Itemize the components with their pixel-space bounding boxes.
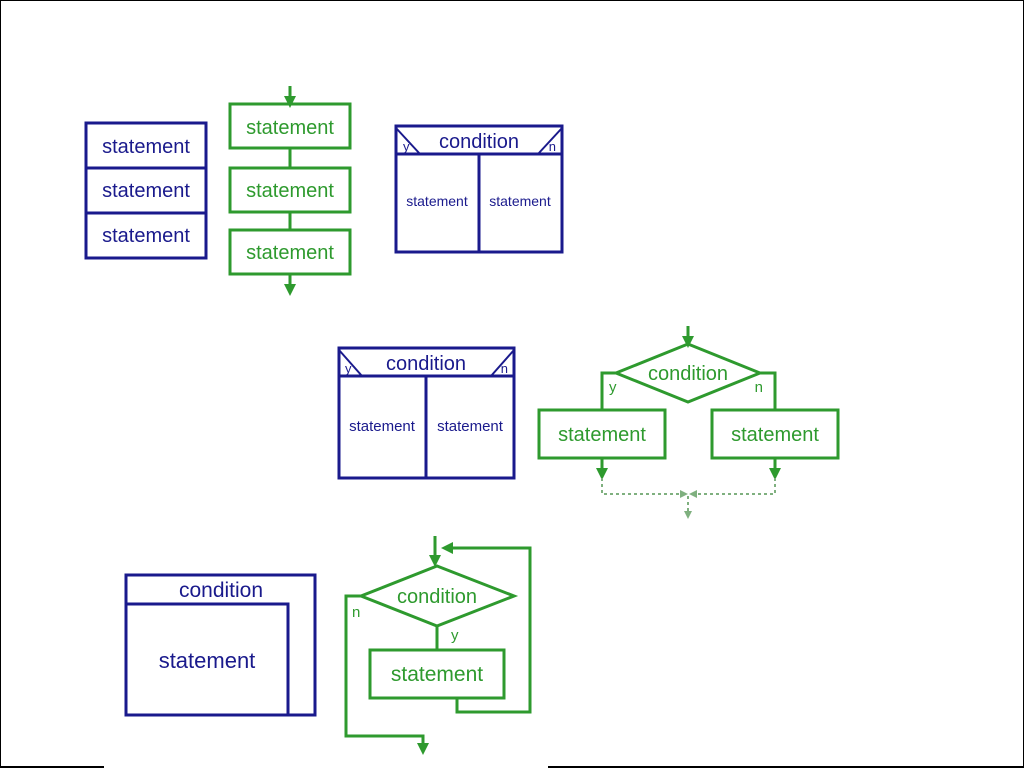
- nassi-no-label: n: [501, 361, 508, 376]
- flow-loop-back: [441, 542, 532, 714]
- nassi-selection: [337, 346, 516, 480]
- flowchart-sequence: [228, 86, 352, 296]
- flow-no-label: n: [352, 604, 360, 621]
- flow-yes-label: y: [609, 379, 617, 396]
- flowchart-loop: [344, 536, 532, 755]
- nassi-sequence-statement-2: statement: [102, 180, 190, 202]
- nassi-sequence-box: [84, 121, 208, 260]
- flowchart-selection-merge: [601, 478, 776, 519]
- flow-yes-branch-statement: statement: [558, 424, 646, 446]
- flow-loop-statement: statement: [391, 663, 483, 686]
- nassi-yes-label: y: [403, 139, 410, 154]
- nassi-sequence-statement-1: statement: [102, 136, 190, 158]
- flowchart-selection: [537, 326, 840, 480]
- nassi-no-diagonal: [490, 349, 515, 377]
- flow-selection-condition: condition: [648, 363, 728, 385]
- flow-exit-path: [344, 594, 429, 755]
- flow-no-connector: [760, 371, 777, 410]
- flow-condition-diamond: [611, 342, 765, 404]
- nassi-selection-condition: condition: [386, 353, 466, 375]
- flow-yes-label: y: [451, 627, 459, 644]
- nassi-yes-label: y: [345, 361, 352, 376]
- flow-no-label: n: [755, 379, 763, 396]
- nassi-loop-statement: statement: [159, 648, 256, 673]
- nassi-no-label: n: [549, 139, 556, 154]
- flow-loop-condition: condition: [397, 586, 477, 608]
- flow-no-branch-statement: statement: [731, 424, 819, 446]
- nassi-sequence: [84, 121, 208, 260]
- flow-sequence-statement-3: statement: [246, 242, 334, 264]
- flow-yes-connector: [600, 371, 616, 410]
- nassi-loop-body-border: [126, 602, 290, 715]
- bottom-border-right: [548, 766, 1024, 768]
- nassi-no-branch-statement: statement: [437, 418, 504, 435]
- nassi-selection-condition: condition: [439, 131, 519, 153]
- flow-sequence-statement-1: statement: [246, 117, 334, 139]
- nassi-yes-diagonal: [395, 127, 421, 155]
- nassi-no-branch-statement: statement: [489, 193, 551, 209]
- flow-merge-left: [601, 478, 688, 498]
- nassi-selection-top: [394, 124, 564, 254]
- nassi-loop-condition: condition: [179, 579, 263, 602]
- nassi-yes-branch-statement: statement: [349, 418, 416, 435]
- nassi-loop-box: [124, 573, 317, 717]
- nassi-no-diagonal: [537, 127, 563, 155]
- bottom-border-left: [0, 766, 104, 768]
- nassi-yes-branch-statement: statement: [406, 193, 468, 209]
- flow-merge-right: [689, 478, 776, 498]
- nassi-sequence-statement-3: statement: [102, 225, 190, 247]
- flow-sequence-statement-2: statement: [246, 180, 334, 202]
- nassi-loop: [124, 573, 317, 717]
- flow-statement-box: [368, 648, 506, 700]
- nassi-yes-diagonal: [338, 349, 363, 377]
